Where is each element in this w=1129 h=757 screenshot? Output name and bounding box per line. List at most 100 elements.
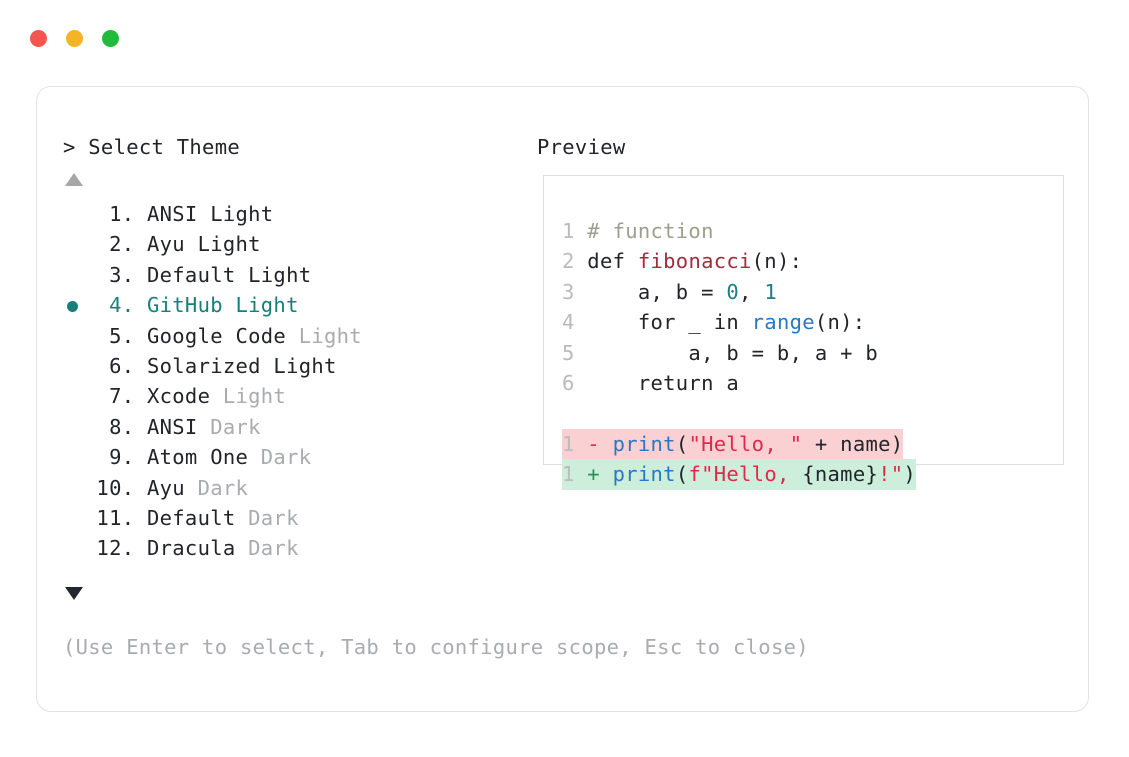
theme-item-name: GitHub (147, 293, 236, 318)
code-token: ( (675, 431, 689, 456)
code-token: # function (587, 219, 714, 243)
code-token: def (587, 249, 638, 274)
code-line-number: 1 (562, 219, 588, 243)
diff-marker: - (587, 431, 613, 456)
diff-block: 1 - print("Hello, " + name)1 + print(f"H… (562, 428, 917, 490)
theme-list-item[interactable]: 10. Ayu Dark (63, 473, 503, 503)
code-token: return a (587, 371, 740, 396)
minimize-button[interactable] (66, 30, 83, 47)
code-line: 6 return a (562, 368, 916, 398)
theme-list-item[interactable]: 7. Xcode Light (63, 381, 503, 411)
theme-item-variant: Dark (197, 475, 249, 500)
preview-label: Preview (537, 135, 626, 159)
code-token: !" (878, 462, 904, 487)
theme-item-index: 1. (96, 202, 147, 226)
theme-item-variant: Light (210, 202, 274, 226)
theme-item-index: 9. (96, 445, 147, 470)
theme-item-index: 6. (96, 353, 147, 378)
code-line: 2 def fibonacci(n): (562, 246, 916, 276)
theme-item-index: 12. (96, 536, 147, 561)
theme-item-name: Ayu (147, 232, 198, 257)
theme-list-item[interactable]: 11. Default Dark (63, 503, 503, 533)
theme-item-index: 8. (96, 414, 147, 439)
theme-item-name: Default (147, 505, 249, 530)
code-line: 5 a, b = b, a + b (562, 338, 916, 368)
theme-item-index: 5. (96, 323, 147, 348)
code-token: a, b = (587, 279, 727, 304)
theme-list-item[interactable]: 5. Google Code Light (63, 321, 503, 351)
theme-item-variant: Dark (248, 536, 299, 561)
code-token: (n): (751, 249, 803, 274)
theme-item-name: Xcode (147, 384, 223, 409)
theme-item-variant: Light (222, 384, 287, 409)
theme-picker-card: > Select Theme Preview 1. ANSI Light 2. … (36, 86, 1089, 712)
theme-item-index: 4. (96, 293, 147, 318)
theme-item-index: 2. (96, 232, 147, 257)
theme-item-variant: Light (235, 293, 299, 318)
theme-list: 1. ANSI Light 2. Ayu Light 3. Default Li… (63, 199, 503, 564)
diff-added-line: 1 + print(f"Hello, {name}!") (562, 459, 917, 490)
close-button[interactable] (30, 30, 47, 47)
theme-list-item[interactable]: 1. ANSI Light (63, 199, 503, 229)
code-line-number: 3 (562, 279, 588, 304)
keyboard-hint: (Use Enter to select, Tab to configure s… (63, 635, 809, 659)
theme-list-item[interactable]: 8. ANSI Dark (63, 412, 503, 442)
theme-list-item[interactable]: 6. Solarized Light (63, 351, 503, 381)
theme-item-name: ANSI (147, 202, 211, 226)
code-token: "Hello, " (688, 431, 803, 456)
theme-list-item[interactable]: 9. Atom One Dark (63, 442, 503, 472)
theme-list-item[interactable]: 3. Default Light (63, 260, 503, 290)
code-line-number: 4 (562, 310, 588, 335)
code-token: 1 (764, 279, 777, 304)
code-token: for _ in (587, 310, 752, 335)
theme-item-name: ANSI (147, 414, 211, 439)
code-token: (n): (814, 310, 866, 335)
theme-item-name: Google Code (147, 323, 299, 348)
diff-line-number: 1 (562, 431, 588, 456)
triangle-down-icon[interactable] (65, 587, 83, 600)
code-token: print (612, 462, 676, 487)
theme-list-item[interactable]: 4. GitHub Light (63, 290, 503, 320)
code-token: print (612, 431, 676, 456)
theme-item-index: 10. (96, 475, 147, 500)
theme-item-variant: Dark (248, 505, 299, 530)
code-line: 4 for _ in range(n): (562, 307, 916, 337)
code-token: + name) (802, 431, 904, 456)
maximize-button[interactable] (102, 30, 119, 47)
triangle-up-icon[interactable] (65, 173, 83, 186)
theme-list-item[interactable]: 2. Ayu Light (63, 229, 503, 259)
code-line: 1 # function (562, 216, 916, 246)
code-token: 0 (726, 279, 740, 304)
code-line-number: 6 (562, 371, 588, 396)
code-line-number: 2 (562, 249, 588, 274)
code-token: {name} (802, 462, 879, 487)
theme-item-variant: Light (197, 232, 261, 257)
code-line: 3 a, b = 0, 1 (562, 277, 916, 307)
code-token: a, b = b, a + b (587, 340, 879, 365)
selection-bullet-icon (67, 301, 78, 313)
theme-item-variant: Light (298, 323, 362, 348)
theme-item-variant: Light (248, 262, 312, 287)
theme-item-name: Default (147, 262, 249, 287)
window-traffic-lights (30, 30, 119, 47)
code-token: , (739, 279, 765, 304)
code-token: fibonacci (637, 249, 752, 274)
theme-item-variant: Dark (210, 414, 261, 439)
diff-removed-line: 1 - print("Hello, " + name) (562, 428, 904, 460)
code-token: ( (675, 462, 689, 487)
theme-list-item[interactable]: 12. Dracula Dark (63, 533, 503, 563)
code-token: range (751, 310, 815, 335)
theme-item-name: Dracula (147, 536, 249, 561)
code-token: ) (903, 462, 917, 487)
diff-line-number: 1 (562, 462, 588, 487)
diff-marker: + (587, 462, 613, 487)
code-token: f"Hello, (688, 462, 803, 487)
theme-item-index: 3. (96, 262, 147, 287)
theme-item-variant: Dark (260, 445, 312, 470)
theme-item-index: 7. (96, 384, 147, 409)
theme-item-index: 11. (96, 505, 147, 530)
theme-item-variant: Light (273, 353, 337, 378)
select-theme-prompt: > Select Theme (63, 135, 240, 159)
